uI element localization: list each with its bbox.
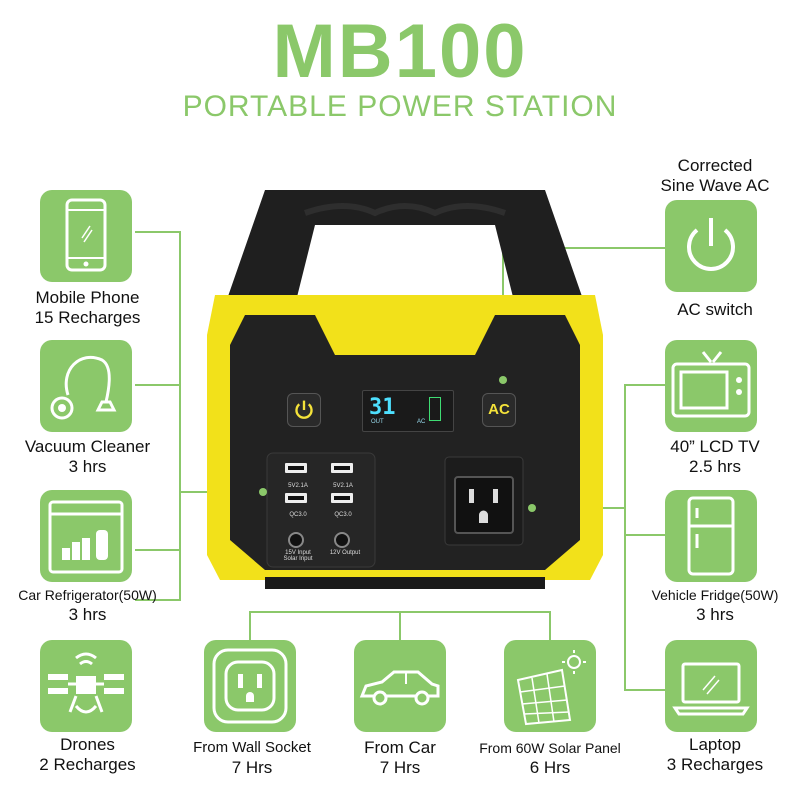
car-refrigerator-icon: [48, 500, 124, 574]
lcd-display: 31 OUT AC: [362, 390, 454, 432]
laptop-tile: [665, 640, 757, 732]
connector-dot-outlet: [528, 504, 536, 512]
tv-icon: [671, 351, 751, 418]
car-label: From Car 7 Hrs: [364, 738, 436, 777]
drone-label: Drones 2 Recharges: [39, 735, 136, 774]
vehicle-fridge-label: Vehicle Fridge(50W) 3 hrs: [651, 587, 779, 624]
mobile-phone-tile: [40, 190, 132, 282]
display-ac-label: AC: [417, 419, 426, 425]
qc-label-2: QC3.0: [334, 512, 352, 518]
connector-dot-usb: [259, 488, 267, 496]
display-value: 31: [369, 395, 396, 420]
usb-rating-2: 5V2.1A: [333, 483, 353, 489]
page-subtitle: PORTABLE POWER STATION: [182, 90, 618, 123]
power-icon: [687, 218, 735, 271]
tv-label: 40” LCD TV 2.5 hrs: [670, 437, 760, 476]
tv-tile: [665, 340, 757, 432]
ac-switch-tile: [665, 200, 757, 292]
car-tile: [354, 640, 446, 732]
mobile-phone-label: Mobile Phone 15 Recharges: [34, 288, 141, 327]
fridge-icon: [687, 496, 735, 576]
qc-label-1: QC3.0: [289, 512, 307, 518]
battery-icon: [429, 397, 441, 421]
vacuum-cleaner-icon: [50, 356, 117, 420]
ac-button[interactable]: AC: [482, 393, 516, 427]
laptop-label: Laptop 3 Recharges: [666, 735, 764, 774]
input-label: 15V Input Solar Input: [283, 550, 313, 562]
car-refrigerator-tile: [40, 490, 132, 582]
drone-icon: [48, 652, 124, 714]
drone-tile: [40, 640, 132, 732]
power-station-device: [207, 190, 603, 589]
solar-panel-icon: [516, 650, 586, 726]
vacuum-cleaner-tile: [40, 340, 132, 432]
vehicle-fridge-tile: [665, 490, 757, 582]
connector-dot-ac: [499, 376, 507, 384]
wall-socket-tile: [204, 640, 296, 732]
output-label: 12V Output: [329, 550, 361, 556]
mobile-phone-icon: [65, 198, 107, 272]
car-refrigerator-label: Car Refrigerator(50W) 3 hrs: [18, 587, 157, 624]
usb-rating-1: 5V2.1A: [288, 483, 308, 489]
solar-panel-tile: [504, 640, 596, 732]
ac-switch-label: AC switch: [677, 300, 753, 319]
display-out-label: OUT: [371, 419, 384, 425]
vacuum-cleaner-label: Vacuum Cleaner 3 hrs: [24, 437, 151, 476]
car-icon: [359, 670, 440, 706]
sine-wave-label: Corrected Sine Wave AC: [660, 156, 770, 195]
wall-socket-icon: [212, 648, 288, 724]
solar-panel-label: From 60W Solar Panel 6 Hrs: [479, 740, 621, 777]
power-button[interactable]: [287, 393, 321, 427]
page-title: MB100: [272, 9, 528, 94]
wall-socket-label: From Wall Socket 7 Hrs: [193, 739, 311, 777]
laptop-icon: [672, 662, 750, 716]
power-icon: [295, 400, 313, 419]
